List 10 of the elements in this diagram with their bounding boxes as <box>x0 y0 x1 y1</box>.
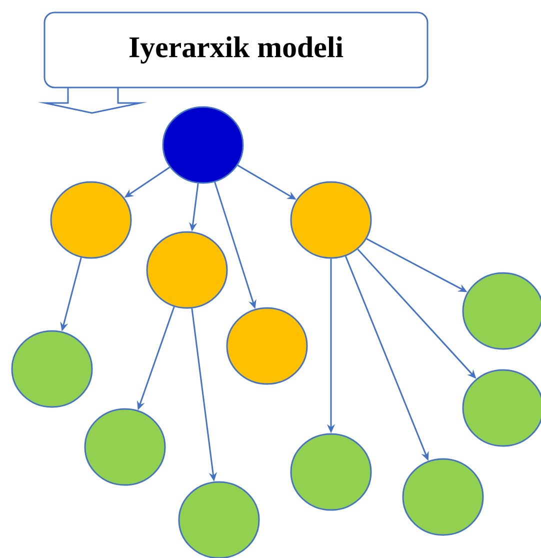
branch-node-circle <box>290 181 372 259</box>
callout-box: Iyerarxik modeli <box>38 12 428 114</box>
leaf-node-circle <box>84 408 166 486</box>
branch-node-circle <box>50 181 132 259</box>
branch-node-circle <box>146 231 228 309</box>
branch-node-circle <box>226 307 308 385</box>
root-node-circle <box>162 106 244 184</box>
leaf-node-circle <box>402 458 484 536</box>
leaf-node-circle <box>290 433 372 511</box>
leaf-node-circle <box>11 330 93 408</box>
